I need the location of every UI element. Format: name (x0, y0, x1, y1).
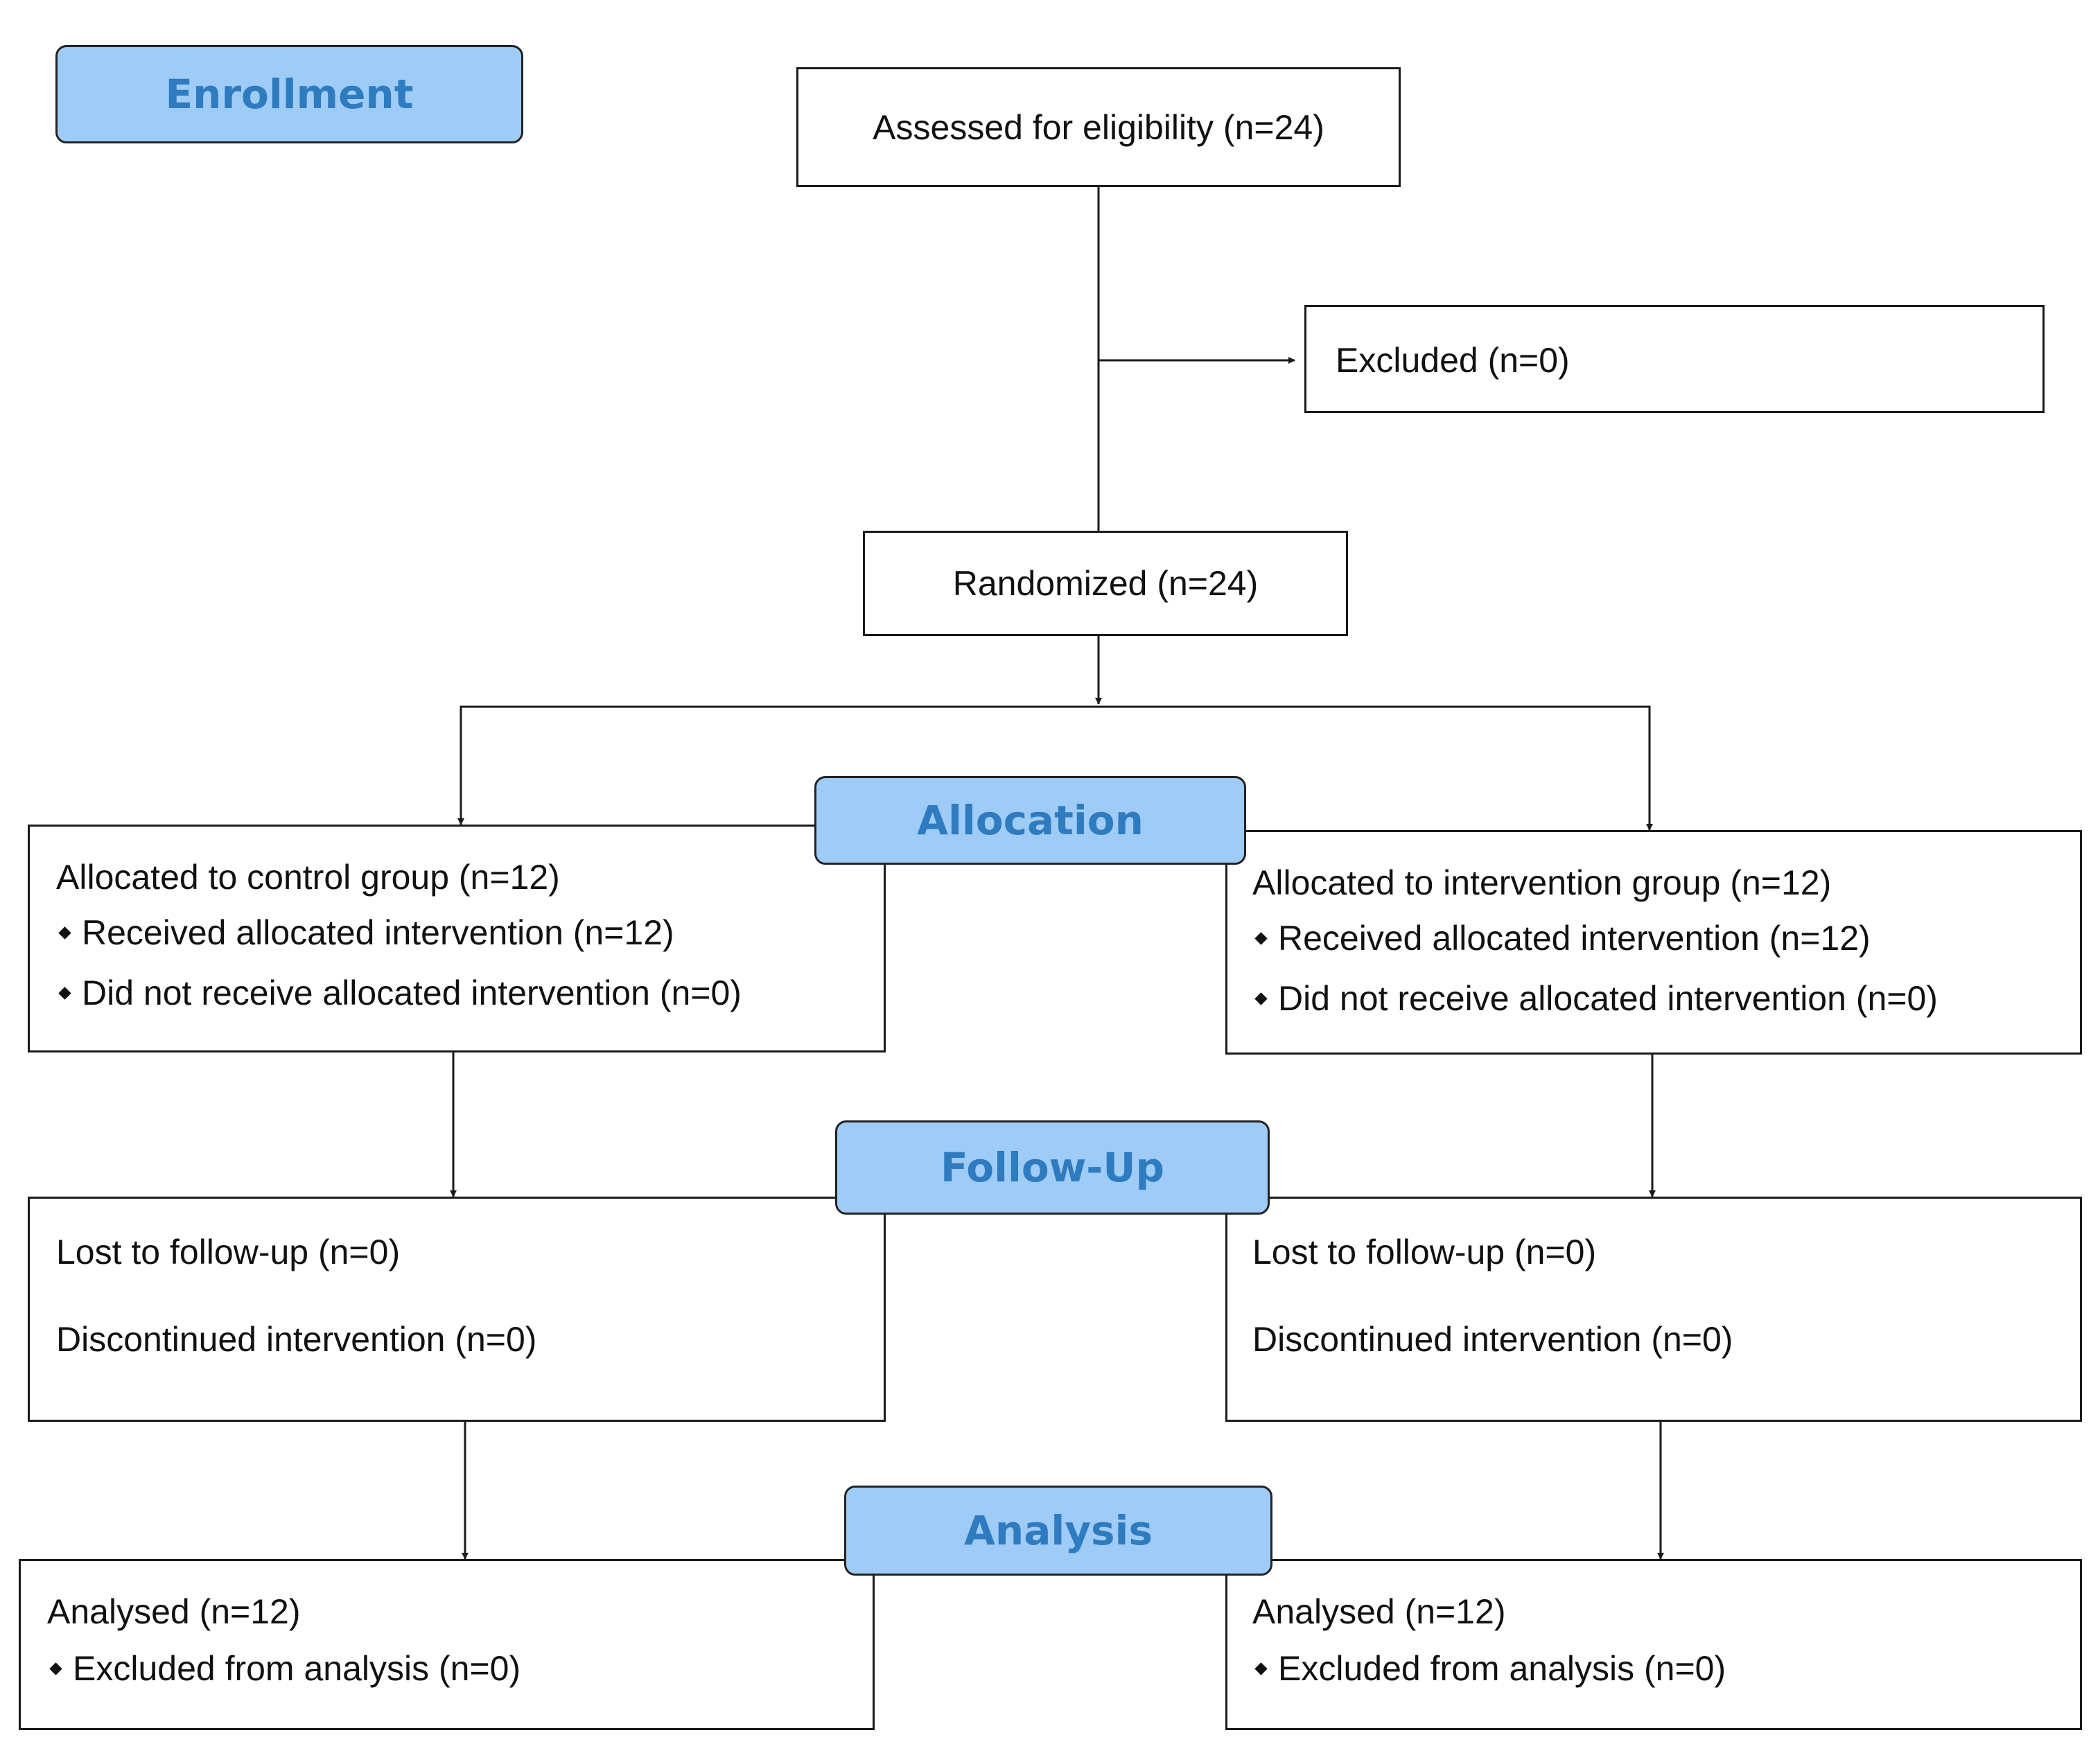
stage-label-allocation: Allocation (814, 776, 1246, 865)
control-analysed-text: Analysed (n=12) (47, 1592, 301, 1631)
randomized-text: Randomized (n=24) (952, 564, 1259, 603)
stage-label-enrollment: Enrollment (55, 45, 523, 143)
control-not-received-text: Did not receive allocated intervention (… (82, 974, 742, 1012)
intervention-allocated-text: Allocated to intervention group (n=12) (1252, 863, 1832, 902)
control-excluded-analysis-item: Excluded from analysis (n=0) (47, 1651, 520, 1686)
bullet-icon (1254, 1662, 1268, 1675)
bullet-icon (58, 987, 71, 1000)
intervention-analysis-box: Analysed (n=12) Excluded from analysis (… (1225, 1559, 2082, 1730)
connector-split (460, 705, 1651, 825)
excluded-text: Excluded (n=0) (1336, 341, 1570, 380)
control-received-item: Received allocated intervention (n=12) (56, 915, 674, 950)
control-not-received-item: Did not receive allocated intervention (… (56, 976, 742, 1010)
intervention-lost-text: Lost to follow-up (n=0) (1252, 1233, 1597, 1271)
intervention-discontinued-text: Discontinued intervention (n=0) (1252, 1320, 1733, 1359)
intervention-analysed-text: Analysed (n=12) (1252, 1592, 1506, 1631)
intervention-followup-box: Lost to follow-up (n=0) Discontinued int… (1225, 1197, 2082, 1422)
randomized-box: Randomized (n=24) (863, 531, 1348, 636)
bullet-icon (1254, 932, 1268, 945)
intervention-not-received-item: Did not receive allocated intervention (… (1252, 981, 1938, 1016)
bullet-icon (58, 926, 71, 940)
control-excluded-analysis-text: Excluded from analysis (n=0) (73, 1649, 521, 1688)
control-received-text: Received allocated intervention (n=12) (82, 913, 674, 952)
intervention-received-text: Received allocated intervention (n=12) (1278, 919, 1871, 958)
stage-label-analysis: Analysis (844, 1486, 1272, 1576)
intervention-excluded-analysis-item: Excluded from analysis (n=0) (1252, 1651, 1726, 1686)
control-followup-box: Lost to follow-up (n=0) Discontinued int… (28, 1197, 886, 1422)
control-allocation-box: Allocated to control group (n=12) Receiv… (28, 825, 886, 1052)
intervention-excluded-analysis-text: Excluded from analysis (n=0) (1278, 1649, 1726, 1688)
stage-label-follow-up: Follow-Up (835, 1120, 1270, 1215)
intervention-not-received-text: Did not receive allocated intervention (… (1278, 979, 1938, 1018)
assessed-box: Assessed for eligibility (n=24) (796, 67, 1401, 187)
bullet-icon (49, 1662, 62, 1675)
control-allocated-text: Allocated to control group (n=12) (56, 858, 560, 897)
control-lost-text: Lost to follow-up (n=0) (56, 1233, 401, 1271)
intervention-received-item: Received allocated intervention (n=12) (1252, 921, 1871, 955)
control-discontinued-text: Discontinued intervention (n=0) (56, 1320, 537, 1359)
bullet-icon (1254, 992, 1268, 1005)
assessed-text: Assessed for eligibility (n=24) (873, 107, 1324, 147)
excluded-box: Excluded (n=0) (1304, 305, 2045, 413)
intervention-allocation-box: Allocated to intervention group (n=12) R… (1225, 830, 2082, 1055)
control-analysis-box: Analysed (n=12) Excluded from analysis (… (19, 1559, 875, 1730)
